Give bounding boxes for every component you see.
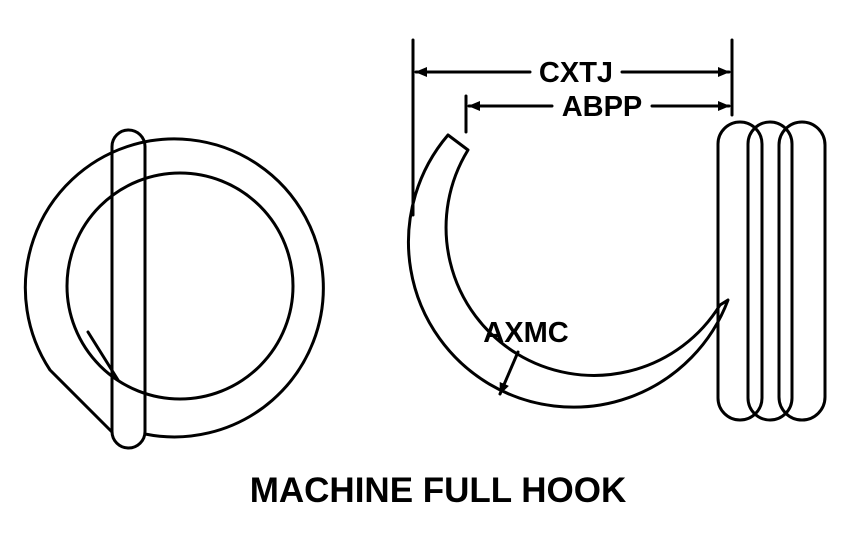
side-view: [406, 120, 827, 422]
spring-coils: [716, 120, 827, 422]
leader-arrow: [498, 350, 520, 396]
dimension-label-abpp: ABPP: [562, 91, 643, 123]
end-view-outer-loop: [23, 137, 325, 439]
end-view-inner-loop: [65, 171, 295, 401]
diagram-title: MACHINE FULL HOOK: [250, 471, 627, 510]
coil-3: [777, 120, 827, 422]
dimension-axmc: AXMC: [483, 317, 569, 396]
dimension-label-cxtj: CXTJ: [539, 57, 613, 89]
hook-loop: [406, 133, 730, 409]
dimension-cxtj: CXTJ: [411, 38, 734, 217]
dimension-abpp: ABPP: [464, 91, 731, 134]
end-view-hook-bar: [110, 128, 147, 450]
coil-1: [716, 120, 764, 422]
dimension-label-axmc: AXMC: [483, 317, 568, 349]
end-view: [23, 128, 325, 450]
coil-2: [746, 120, 794, 422]
